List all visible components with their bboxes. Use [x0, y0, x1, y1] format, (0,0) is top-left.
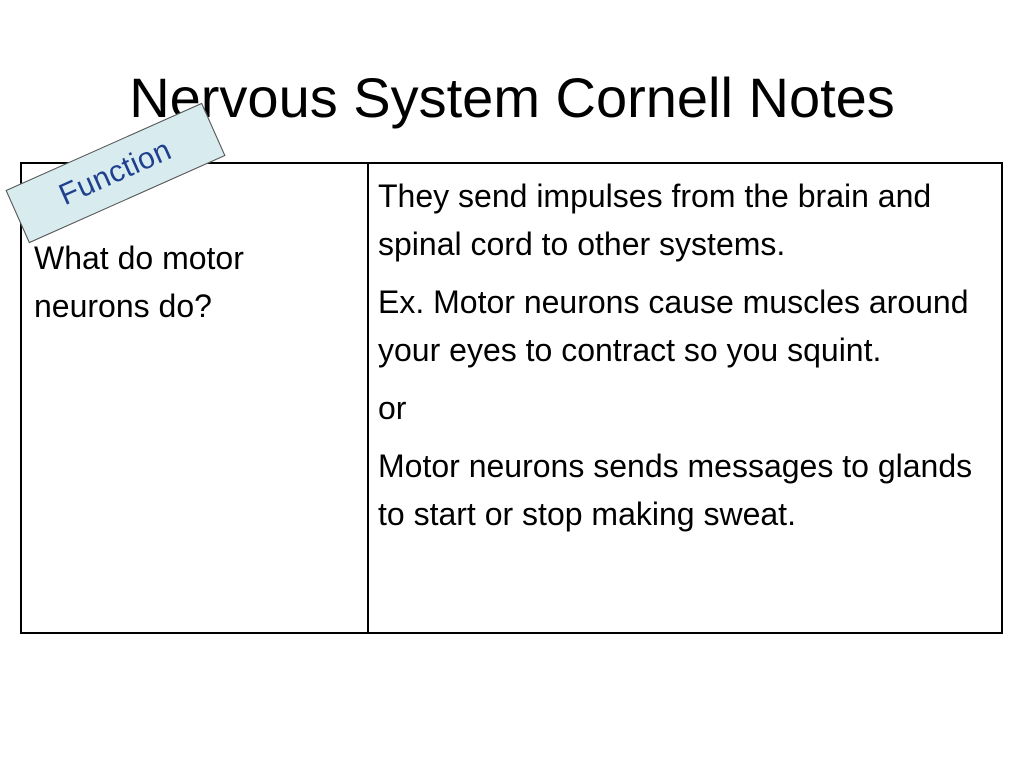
table-row: What do motor neurons do? They send impu…: [20, 162, 1003, 634]
cue-column: What do motor neurons do?: [20, 162, 369, 634]
notes-paragraph: Ex. Motor neurons cause muscles around y…: [378, 284, 969, 368]
notes-content: They send impulses from the brain and sp…: [369, 164, 1001, 538]
notes-column: They send impulses from the brain and sp…: [367, 162, 1003, 634]
notes-paragraph: or: [378, 390, 407, 426]
notes-paragraph: Motor neurons sends messages to glands t…: [378, 448, 973, 532]
cornell-notes-table: What do motor neurons do? They send impu…: [20, 162, 1003, 634]
slide-title: Nervous System Cornell Notes: [129, 66, 895, 129]
notes-paragraph: They send impulses from the brain and sp…: [378, 178, 932, 262]
cue-question: What do motor neurons do?: [34, 240, 244, 324]
